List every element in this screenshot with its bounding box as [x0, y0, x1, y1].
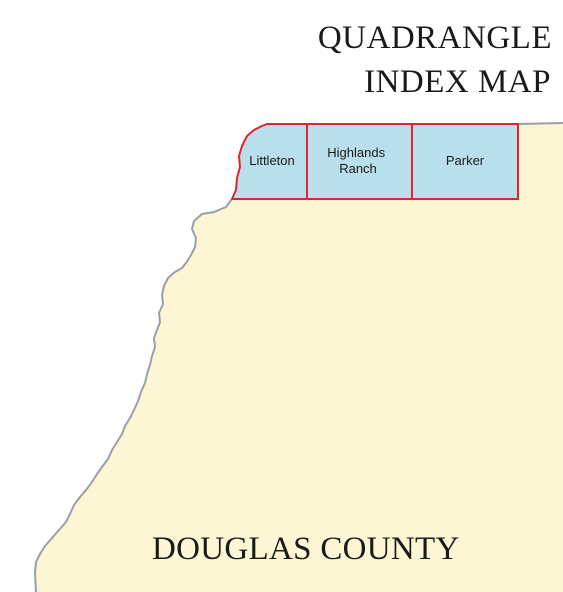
county-area	[35, 123, 563, 592]
county-boundary-line	[34, 198, 233, 592]
quadrangle-label-line: Ranch	[339, 161, 377, 176]
quadrangle-highlands-ranch[interactable]	[306, 123, 413, 200]
quadrangle-label-parker: Parker	[446, 153, 485, 168]
map-title-line-2: INDEX MAP	[364, 64, 551, 100]
quadrangle-parker[interactable]	[411, 123, 519, 200]
quadrangle-littleton[interactable]	[231, 123, 308, 200]
quadrangle-label-littleton: Littleton	[249, 153, 295, 168]
quadrangle-label-line: Littleton	[249, 153, 295, 168]
quadrangle-label-highlands-ranch: Highlands Ranch	[327, 145, 388, 176]
quadrangle-label-line: Highlands	[327, 145, 385, 160]
county-north-boundary-line	[517, 122, 563, 125]
county-label: DOUGLAS COUNTY	[152, 531, 460, 567]
map-title-line-1: QUADRANGLE	[317, 20, 552, 56]
quadrangle-label-line: Parker	[446, 153, 485, 168]
